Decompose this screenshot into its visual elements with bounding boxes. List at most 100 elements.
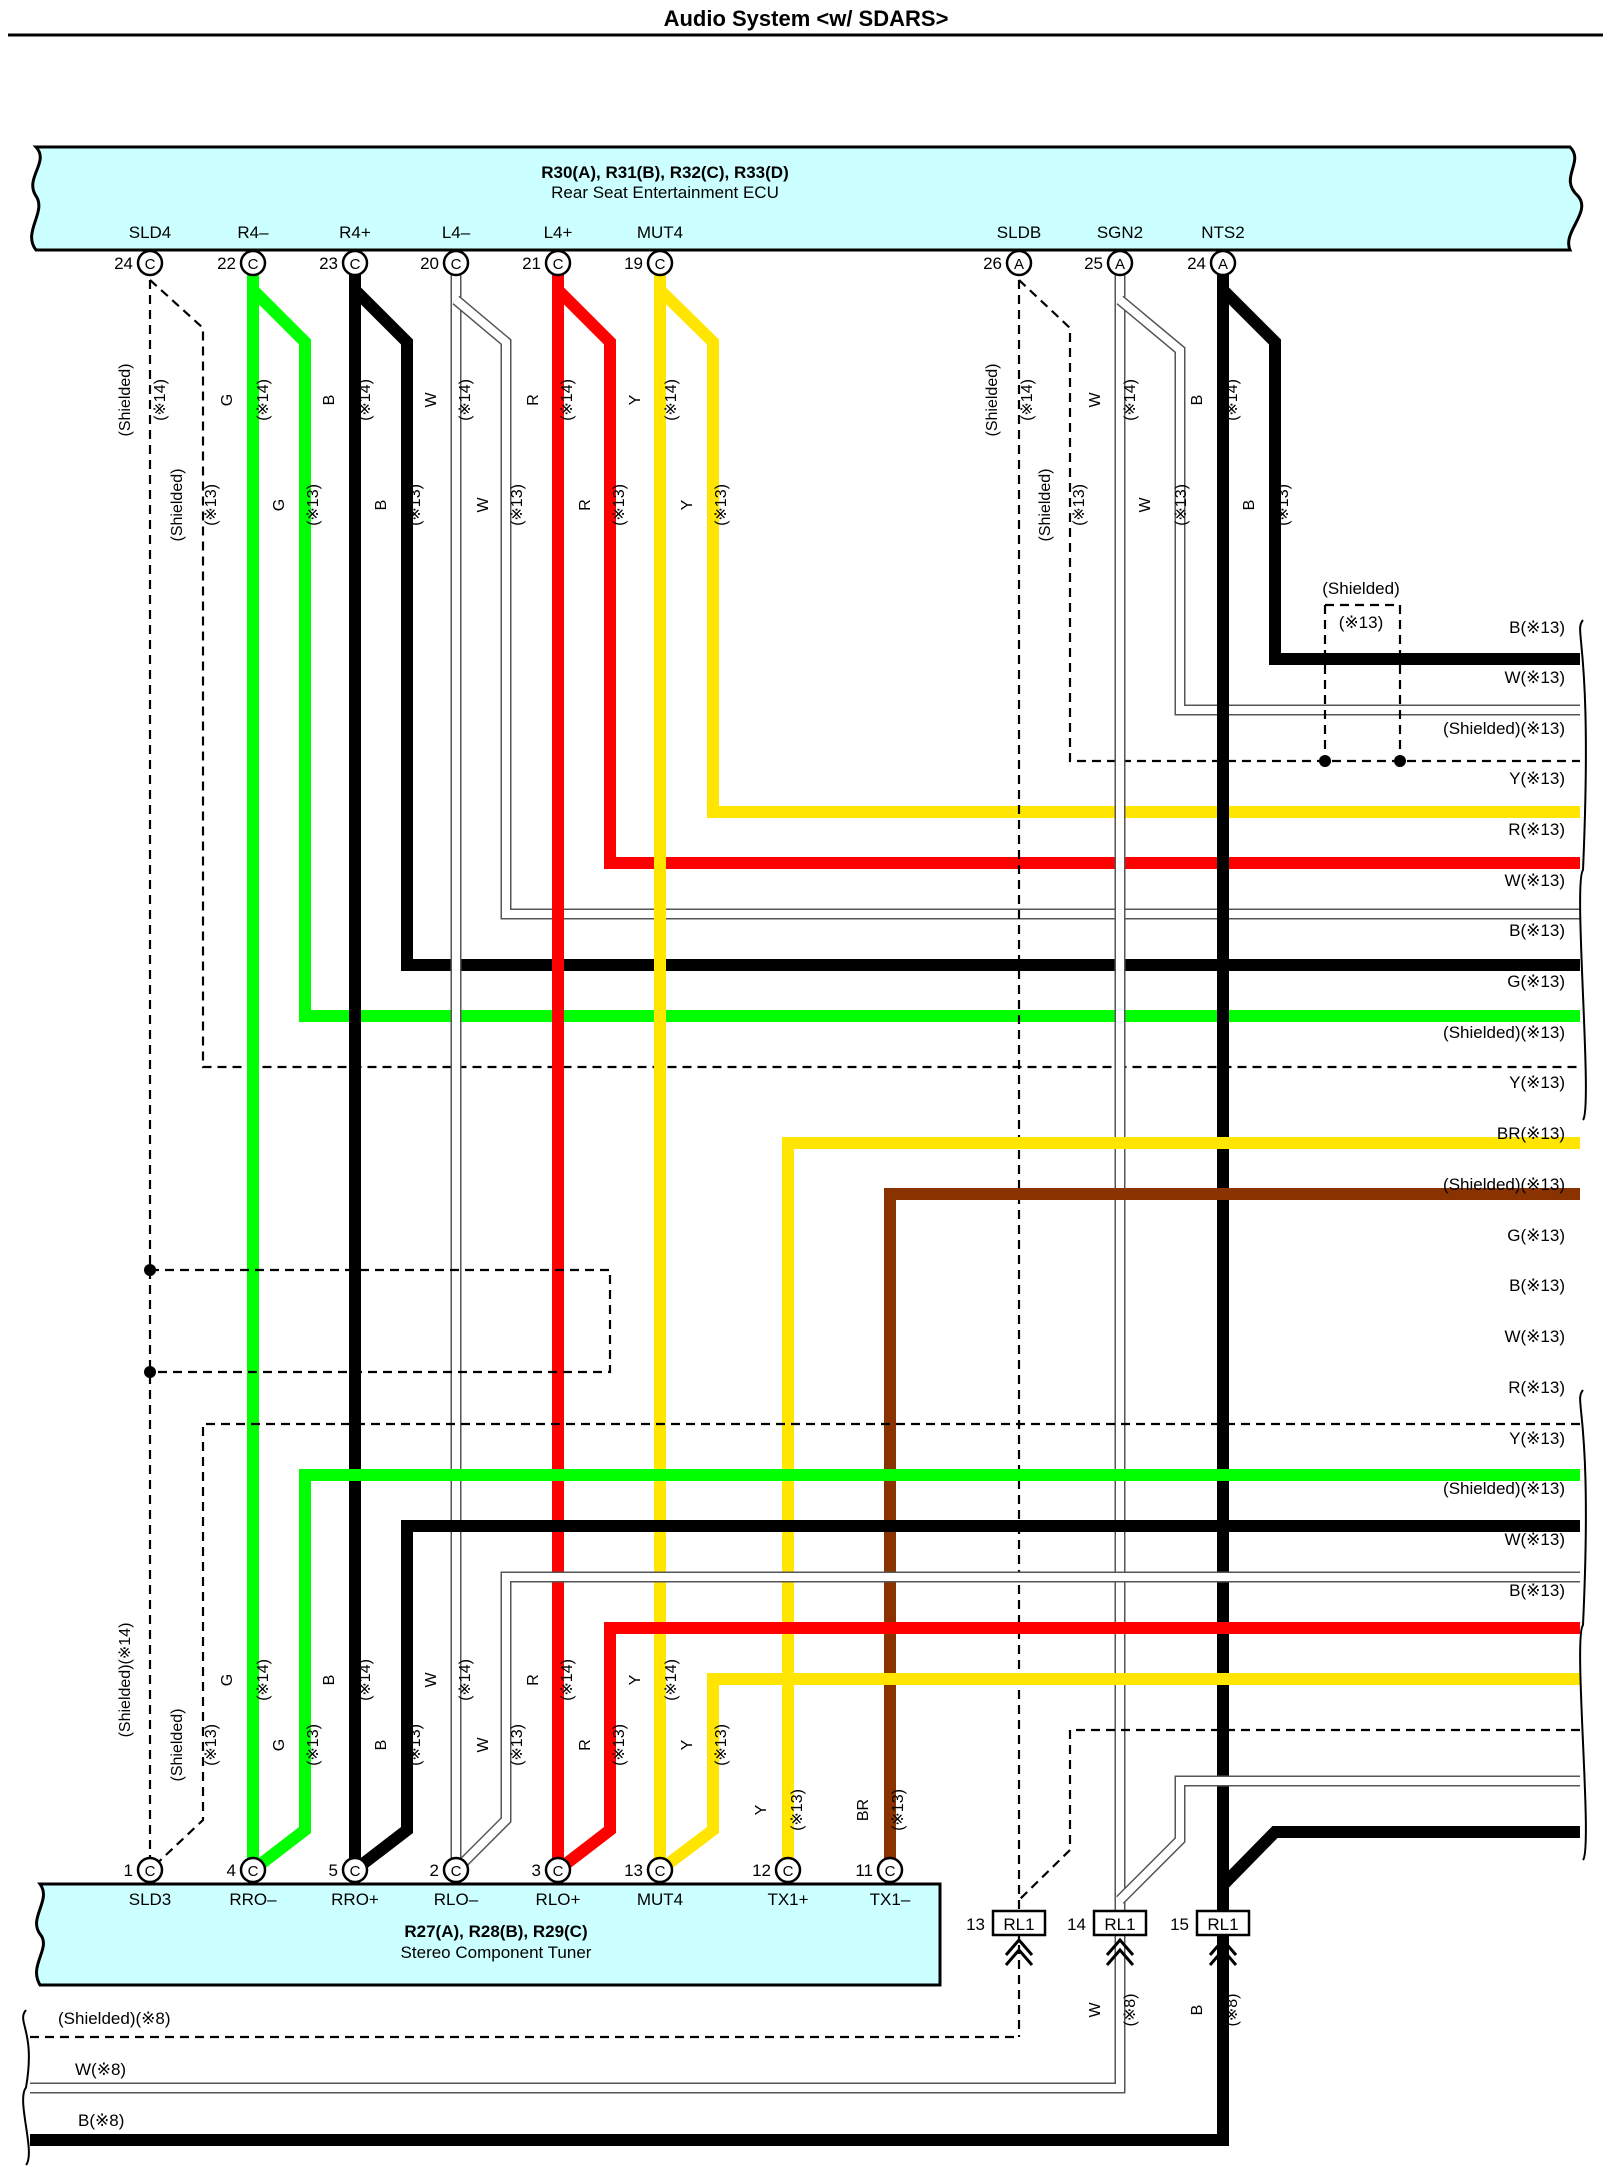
splice-dot-icon [1394, 755, 1406, 767]
rl1-pin-number: 15 [1170, 1915, 1189, 1934]
upper-wire-color-label: G [219, 394, 236, 406]
bottom-white-8-outline [30, 2060, 1126, 2094]
pin-number: 13 [624, 1861, 643, 1880]
pin-number: 19 [624, 254, 643, 273]
rl1-pin-number: 14 [1067, 1915, 1086, 1934]
upper-wire-color-label: W [423, 392, 440, 408]
ecu-name: R30(A), R31(B), R32(C), R33(D) [541, 163, 788, 182]
pin-number: 24 [1187, 254, 1206, 273]
right-wire-label: B(※13) [1509, 1581, 1565, 1600]
right-wire-label: Y(※13) [1509, 1429, 1565, 1448]
lower-wire-color-label: Y [627, 1674, 644, 1685]
lower-wire-code-label: (※13) [203, 1724, 220, 1766]
pin-number: 3 [532, 1861, 541, 1880]
ecu-pin-signal: R4– [237, 223, 269, 242]
rl1-wire-color-label: B [1189, 2005, 1206, 2016]
tuner-pin-signal: RRO– [229, 1890, 277, 1909]
r4-minus-green-13 [248, 285, 1580, 1022]
upper-wire-code-label: (※14) [1224, 379, 1241, 421]
upper-wire-code-label: (※13) [611, 484, 628, 526]
right-wire-label: BR(※13) [1497, 1124, 1565, 1143]
connector-letter: C [885, 1863, 896, 1880]
lower-wire-color-label: R [525, 1674, 542, 1686]
rlo-minus-white-13 [453, 1573, 1580, 1873]
lower-wire-code-label: (※13) [509, 1724, 526, 1766]
connector-pins: C24SLD4C22R4–C23R4+C20L4–C21L4+C19MUT4A2… [114, 223, 1251, 1966]
upper-wire-color-label: (Shielded) [169, 469, 186, 542]
right-wire-label: B(※13) [1509, 618, 1565, 637]
right-wire-label: W(※13) [1504, 1327, 1565, 1346]
plug-connector-icon [1195, 1909, 1251, 1937]
upper-wire-color-label: Y [679, 499, 696, 510]
rl1-wire-code-label: (※8) [1122, 1994, 1139, 2027]
tuner-name: R27(A), R28(B), R29(C) [404, 1922, 587, 1941]
lower-wire-code-label: (※13) [713, 1724, 730, 1766]
left-wire-label: W(※8) [75, 2060, 126, 2079]
connector-terminal-icon [136, 1856, 164, 1884]
pin-number: 21 [522, 254, 541, 273]
rl1-pin-number: 13 [966, 1915, 985, 1934]
splice-dot-icon [144, 1264, 156, 1276]
wire-harness [22, 265, 1587, 2166]
connector-letter: C [145, 256, 156, 273]
right-wire-label: R(※13) [1508, 820, 1565, 839]
lower-wire-color-label: (Shielded) [169, 1709, 186, 1782]
connector-terminal-icon [341, 249, 369, 277]
left-splice-box [150, 1268, 612, 1374]
connector-terminal-icon [341, 1856, 369, 1884]
lower-wire-color-label: G [219, 1674, 236, 1686]
pin-number: 12 [752, 1861, 771, 1880]
tuner-pin-signal: RLO– [434, 1890, 479, 1909]
connector-terminal-icon [442, 1856, 470, 1884]
pin-number: 26 [983, 254, 1002, 273]
mut4-yellow-13 [655, 285, 1580, 818]
ecu-pin-signal: L4– [442, 223, 471, 242]
connector-letter: C [553, 1863, 564, 1880]
r4-plus-black-13 [350, 285, 1580, 971]
lower-wire-code-label: (※14) [559, 1659, 576, 1701]
right-wire-label: G(※13) [1507, 1226, 1565, 1245]
connector-terminal-icon [876, 1856, 904, 1884]
connector-terminal-icon [646, 1856, 674, 1884]
pin-number: 20 [420, 254, 439, 273]
pin-number: 1 [124, 1861, 133, 1880]
splice-dot-icon [1319, 755, 1331, 767]
l4-plus-red-13 [553, 285, 1580, 869]
upper-wire-code-label: (※13) [1173, 484, 1190, 526]
lower-wire-code-label: (※13) [611, 1724, 628, 1766]
right-wire-label: (Shielded)(※13) [1443, 1023, 1565, 1042]
pin-number: 4 [227, 1861, 236, 1880]
sldb-shield-13 [1018, 279, 1580, 763]
pin-number: 2 [430, 1861, 439, 1880]
connector-letter: C [350, 1863, 361, 1880]
sld4-shield-13 [149, 279, 1580, 1069]
connector-terminal-icon [544, 1856, 572, 1884]
upper-wire-code-label: (※14) [152, 379, 169, 421]
upper-wire-code-label: (※13) [305, 484, 322, 526]
lower-wire-color-label: Y [753, 1804, 770, 1815]
rl1-label: RL1 [1207, 1915, 1238, 1934]
shield-box-number: (※13) [1339, 613, 1383, 632]
tuner-pin-signal: TX1+ [767, 1890, 808, 1909]
sld3-shield-13 [149, 1422, 1580, 1871]
chevron-up-icon [1208, 1937, 1238, 1966]
connector-letter: C [553, 256, 564, 273]
tuner-pin-signal: RLO+ [536, 1890, 581, 1909]
right-wire-label: W(※13) [1504, 871, 1565, 890]
lower-wire-code-label: (※14) [663, 1659, 680, 1701]
upper-wire-color-label: R [525, 394, 542, 406]
connector-letter: A [1218, 256, 1228, 273]
ecu-pin-signal: SLDB [997, 223, 1041, 242]
upper-wire-color-label: R [577, 499, 594, 511]
upper-wire-code-label: (※13) [407, 484, 424, 526]
connector-letter: C [783, 1863, 794, 1880]
left-wire-label: (Shielded)(※8) [58, 2009, 171, 2028]
ecu-pin-signal: R4+ [339, 223, 371, 242]
connector-letter: C [248, 256, 259, 273]
connector-letter: C [248, 1863, 259, 1880]
upper-wire-color-label: (Shielded) [1037, 469, 1054, 542]
sgn2-white-13 [1117, 296, 1580, 714]
wire-labels: B(※13)W(※13)(Shielded)(※13)Y(※13)R(※13)W… [58, 364, 1565, 2130]
nts2-black-13 [1218, 285, 1580, 665]
ecu-description: Rear Seat Entertainment ECU [551, 183, 779, 202]
